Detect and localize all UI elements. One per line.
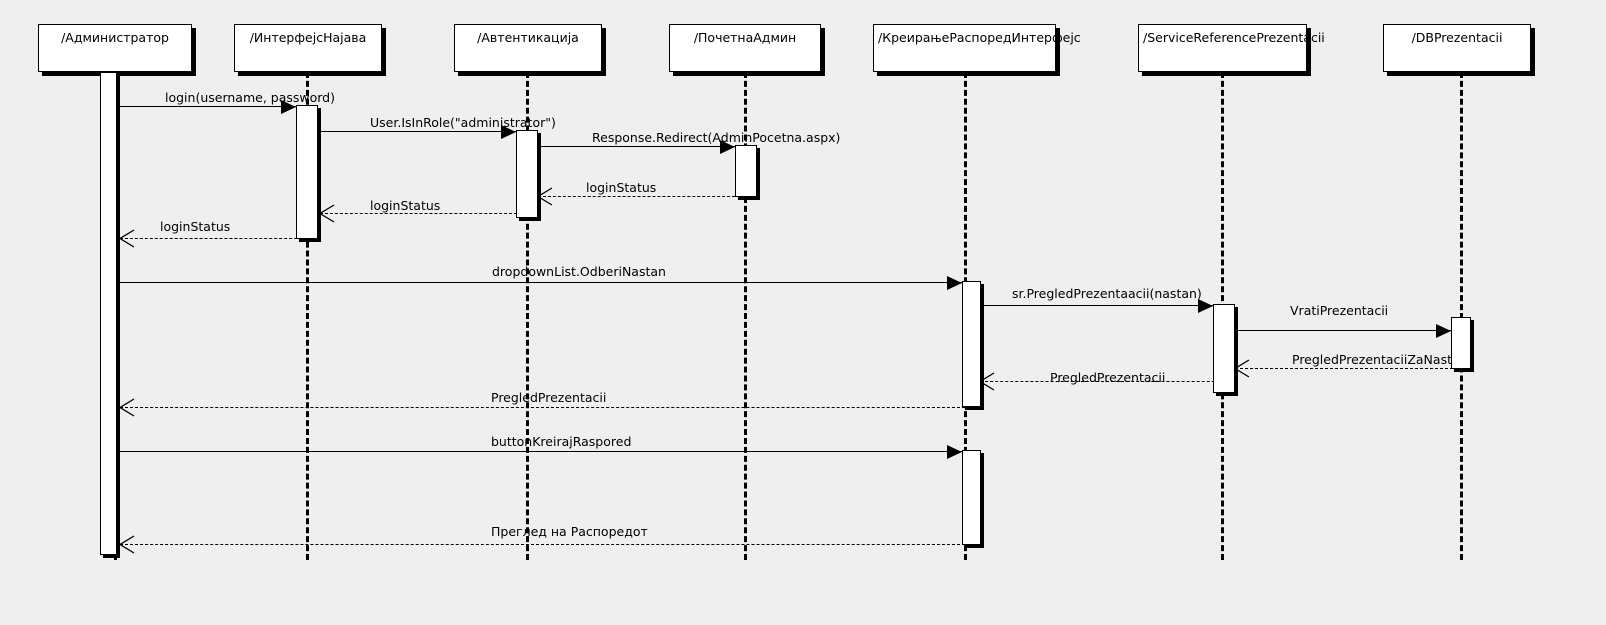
message-arrowhead-m7 — [947, 276, 962, 290]
lifeline-db-prezentacii — [1460, 72, 1463, 560]
message-arrowhead-m14 — [118, 535, 135, 554]
message-line-m8 — [984, 305, 1213, 306]
message-label-m1: login(username, password) — [165, 90, 335, 105]
message-arrowhead-m1 — [281, 100, 296, 114]
message-label-m5: loginStatus — [370, 198, 441, 213]
message-line-m11 — [980, 381, 1235, 382]
message-arrowhead-m5 — [318, 204, 335, 223]
message-label-m9: VratiPrezentacii — [1290, 303, 1389, 318]
message-line-m2 — [321, 131, 516, 132]
message-line-m1 — [120, 106, 296, 107]
activation-bar-act-kreiranje-1[interactable] — [962, 281, 981, 407]
activation-bar-act-pocetna-admin-1[interactable] — [735, 145, 757, 197]
message-label-m4: loginStatus — [586, 180, 657, 195]
message-line-m14 — [120, 544, 980, 545]
message-label-m8: sr.PregledPrezentaacii(nastan) — [1012, 286, 1202, 301]
lifeline-avtentikacija — [526, 72, 529, 560]
message-arrowhead-m12 — [118, 398, 135, 417]
message-arrowhead-m3 — [720, 140, 735, 154]
lifeline-label-kreiranje-raspored-interfejs: /КреирањеРаспоредИнтерфејс — [878, 30, 1081, 45]
activation-bar-act-administrator[interactable] — [100, 72, 117, 555]
lifeline-label-db-prezentacii: /DBPrezentacii — [1411, 30, 1503, 45]
message-label-m10: PregledPrezentaciiZaNastan — [1292, 352, 1468, 367]
activation-bar-act-interfejs-1[interactable] — [296, 105, 318, 239]
message-arrowhead-m4 — [536, 187, 553, 206]
lifeline-header-administrator[interactable]: /Администратор — [38, 24, 192, 72]
activation-bar-act-service-1[interactable] — [1213, 304, 1235, 393]
message-arrowhead-m13 — [947, 445, 962, 459]
message-label-m2: User.IsInRole("administrator") — [370, 115, 556, 130]
lifeline-header-interfejs-najava[interactable]: /ИнтерфејсНајава — [234, 24, 382, 72]
message-label-m3: Response.Redirect(AdminPocetna.aspx) — [592, 130, 841, 145]
lifeline-header-db-prezentacii[interactable]: /DBPrezentacii — [1383, 24, 1531, 72]
message-label-m11: PregledPrezentacii — [1050, 370, 1166, 385]
message-label-m13: buttonKreirajRaspored — [491, 434, 632, 449]
message-line-m4 — [538, 196, 745, 197]
message-arrowhead-m6 — [118, 229, 135, 248]
lifeline-label-administrator: /Администратор — [61, 30, 169, 45]
message-line-m9 — [1238, 330, 1451, 331]
message-label-m12: PregledPrezentacii — [491, 390, 607, 405]
lifeline-label-pocetna-admin: /ПочетнаАдмин — [693, 30, 797, 45]
lifeline-header-kreiranje-raspored-interfejs[interactable]: /КреирањеРаспоредИнтерфејс — [873, 24, 1081, 72]
message-line-m6 — [120, 238, 307, 239]
message-label-m6: loginStatus — [160, 219, 231, 234]
message-line-m3 — [541, 146, 735, 147]
message-label-m7: dropdownList.OdberiNastan — [492, 264, 666, 279]
lifeline-label-service-reference-prezentacii: /ServiceReferencePrezentacii — [1143, 30, 1325, 45]
message-label-m14: Преглед на Распоредот — [491, 524, 648, 539]
lifeline-pocetna-admin — [744, 72, 747, 560]
message-arrowhead-m8 — [1198, 299, 1213, 313]
lifeline-label-avtentikacija: /Автентикација — [477, 30, 579, 45]
activation-bar-act-db-1[interactable] — [1451, 317, 1471, 369]
message-arrowhead-m11 — [978, 372, 995, 391]
lifeline-header-service-reference-prezentacii[interactable]: /ServiceReferencePrezentacii — [1138, 24, 1325, 72]
message-line-m10 — [1235, 368, 1468, 369]
message-arrowhead-m2 — [501, 125, 516, 139]
message-line-m7 — [120, 282, 962, 283]
activation-bar-act-kreiranje-2[interactable] — [962, 450, 981, 545]
lifeline-interfejs-najava — [306, 72, 309, 560]
message-line-m13 — [120, 451, 962, 452]
message-line-m5 — [320, 213, 527, 214]
message-arrowhead-m10 — [1233, 359, 1250, 378]
activation-bar-act-avtentikacija-1[interactable] — [516, 130, 538, 218]
message-arrowhead-m9 — [1436, 324, 1451, 338]
message-line-m12 — [120, 407, 980, 408]
lifeline-label-interfejs-najava: /ИнтерфејсНајава — [249, 30, 367, 45]
lifeline-header-pocetna-admin[interactable]: /ПочетнаАдмин — [669, 24, 821, 72]
lifeline-header-avtentikacija[interactable]: /Автентикација — [454, 24, 602, 72]
